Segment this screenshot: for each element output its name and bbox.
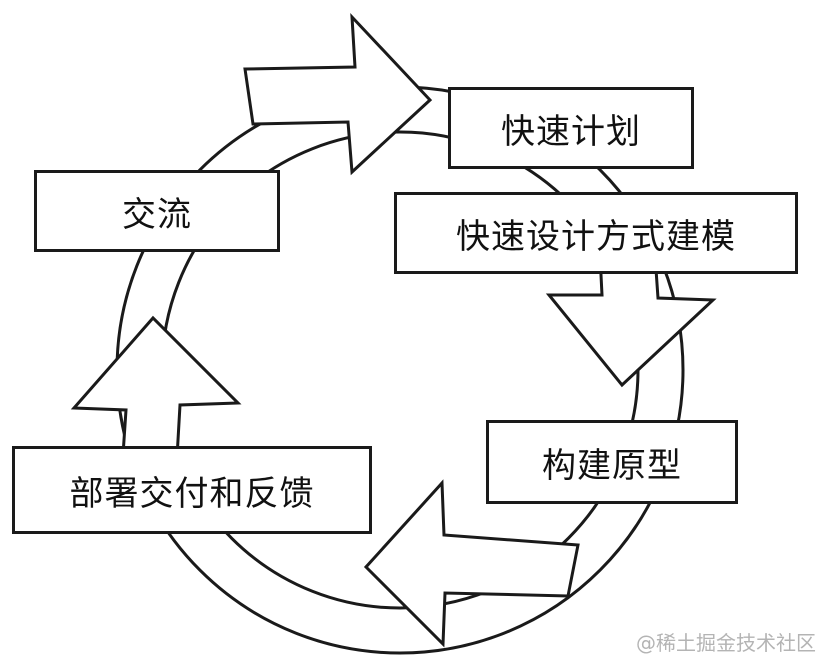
step-model-label: 快速设计方式建模 bbox=[456, 216, 736, 257]
step-plan-box: 快速计划 bbox=[448, 87, 694, 169]
arrow-right-down bbox=[545, 253, 717, 388]
step-communicate-label: 交流 bbox=[122, 194, 192, 235]
arrow-top-right bbox=[243, 12, 433, 176]
step-communicate-box: 交流 bbox=[34, 170, 280, 252]
step-plan-label: 快速计划 bbox=[501, 111, 641, 152]
step-build-box: 构建原型 bbox=[486, 420, 738, 504]
step-build-label: 构建原型 bbox=[542, 445, 682, 486]
step-model-box: 快速设计方式建模 bbox=[394, 192, 798, 274]
watermark-text: @稀土掘金技术社区 bbox=[636, 631, 816, 655]
arrow-bottom-left bbox=[363, 479, 580, 648]
step-deploy-label: 部署交付和反馈 bbox=[69, 473, 315, 514]
step-deploy-box: 部署交付和反馈 bbox=[12, 446, 372, 534]
